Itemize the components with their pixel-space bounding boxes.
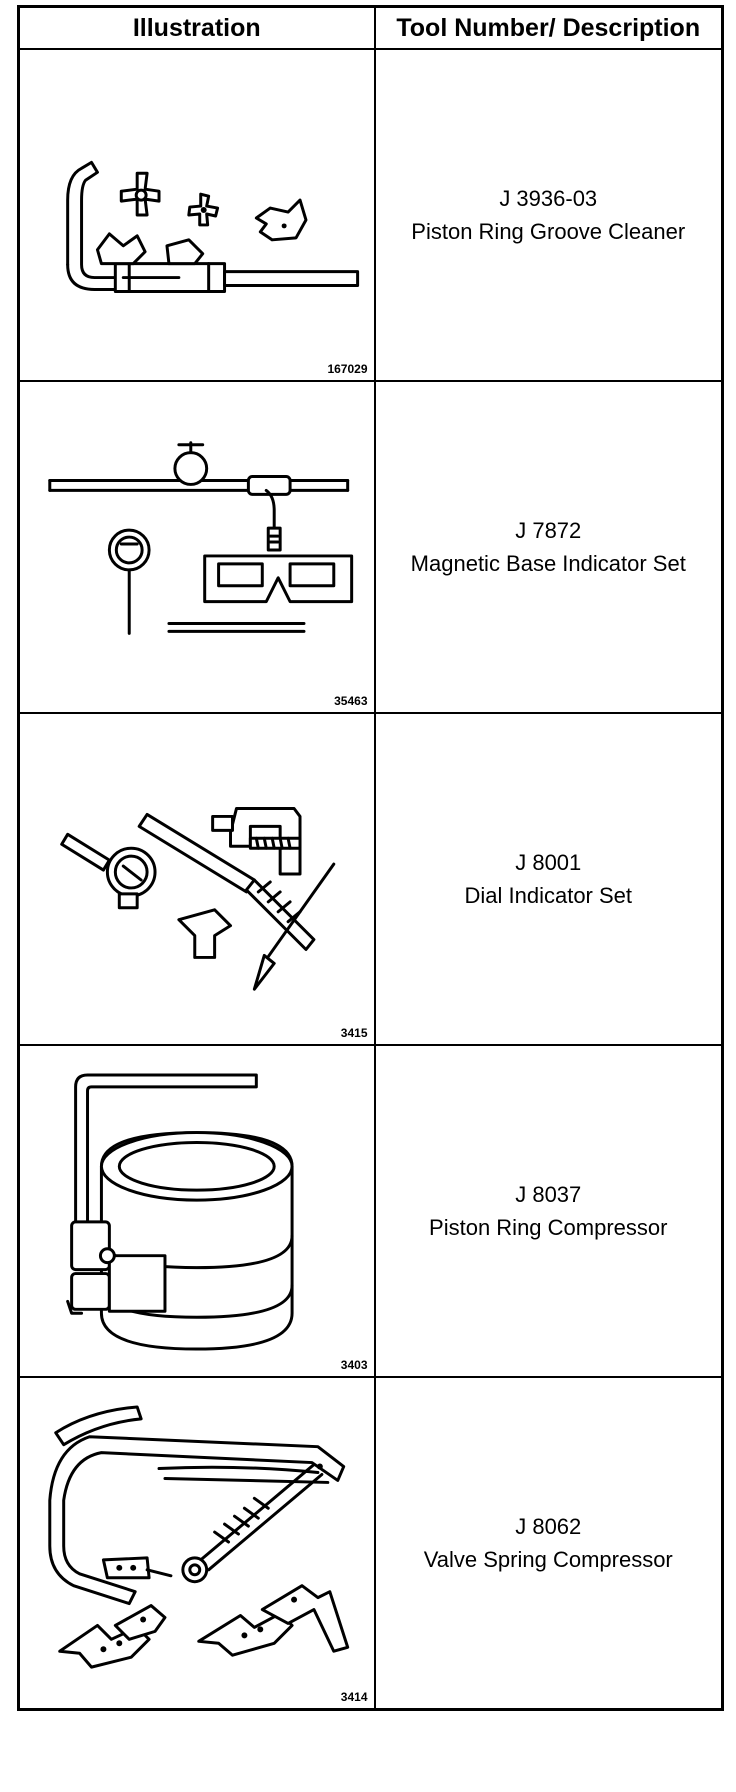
figure-id: 3415 (340, 1026, 368, 1040)
piston-ring-compressor-illustration (66, 1073, 294, 1351)
tool-name: Dial Indicator Set (464, 883, 633, 908)
tool-number: J 7872 (515, 518, 582, 543)
header-illustration: Illustration (17, 5, 376, 50)
tool-name: Piston Ring Groove Cleaner (411, 219, 686, 244)
tool-name: Valve Spring Compressor (423, 1547, 673, 1572)
tool-name: Piston Ring Compressor (429, 1215, 668, 1240)
header-tool-description: Tool Number/ Description (373, 5, 724, 50)
piston-ring-groove-cleaner-illustration (66, 160, 360, 293)
tool-description-cell: J 7872 Magnetic Base Indicator Set (373, 380, 724, 714)
tool-name: Magnetic Base Indicator Set (410, 551, 686, 576)
tool-number: J 8001 (515, 850, 582, 875)
tool-number: J 8037 (515, 1182, 582, 1207)
tool-table: Illustration Tool Number/ Description (17, 5, 724, 1711)
table-row: 3415 J 8001 Dial Indicator Set (17, 712, 724, 1046)
tool-description-cell: J 8001 Dial Indicator Set (373, 712, 724, 1046)
figure-id: 35463 (334, 694, 368, 708)
table-row: 3414 J 8062 Valve Spring Compressor (17, 1376, 724, 1711)
figure-id: 3414 (340, 1690, 368, 1704)
illustration-cell: 167029 (17, 48, 376, 382)
illustration-cell: 3415 (17, 712, 376, 1046)
magnetic-base-indicator-set-illustration (48, 441, 354, 635)
figure-id: 3403 (340, 1358, 368, 1372)
tool-description-cell: J 8037 Piston Ring Compressor (373, 1044, 724, 1378)
illustration-cell: 35463 (17, 380, 376, 714)
illustration-cell: 3403 (17, 1044, 376, 1378)
table-row: 35463 J 7872 Magnetic Base Indicator Set (17, 380, 724, 714)
dial-indicator-set-illustration (60, 807, 336, 991)
tool-description-cell: J 8062 Valve Spring Compressor (373, 1376, 724, 1711)
valve-spring-compressor-illustration (48, 1405, 350, 1669)
table-row: 3403 J 8037 Piston Ring Compressor (17, 1044, 724, 1378)
table-row: 167029 J 3936-03 Piston Ring Groove Clea… (17, 48, 724, 382)
tool-number: J 3936-03 (499, 186, 598, 211)
figure-id: 167029 (327, 362, 368, 376)
table-header-row: Illustration Tool Number/ Description (17, 5, 724, 50)
illustration-cell: 3414 (17, 1376, 376, 1711)
tool-number: J 8062 (515, 1514, 582, 1539)
tool-description-cell: J 3936-03 Piston Ring Groove Cleaner (373, 48, 724, 382)
